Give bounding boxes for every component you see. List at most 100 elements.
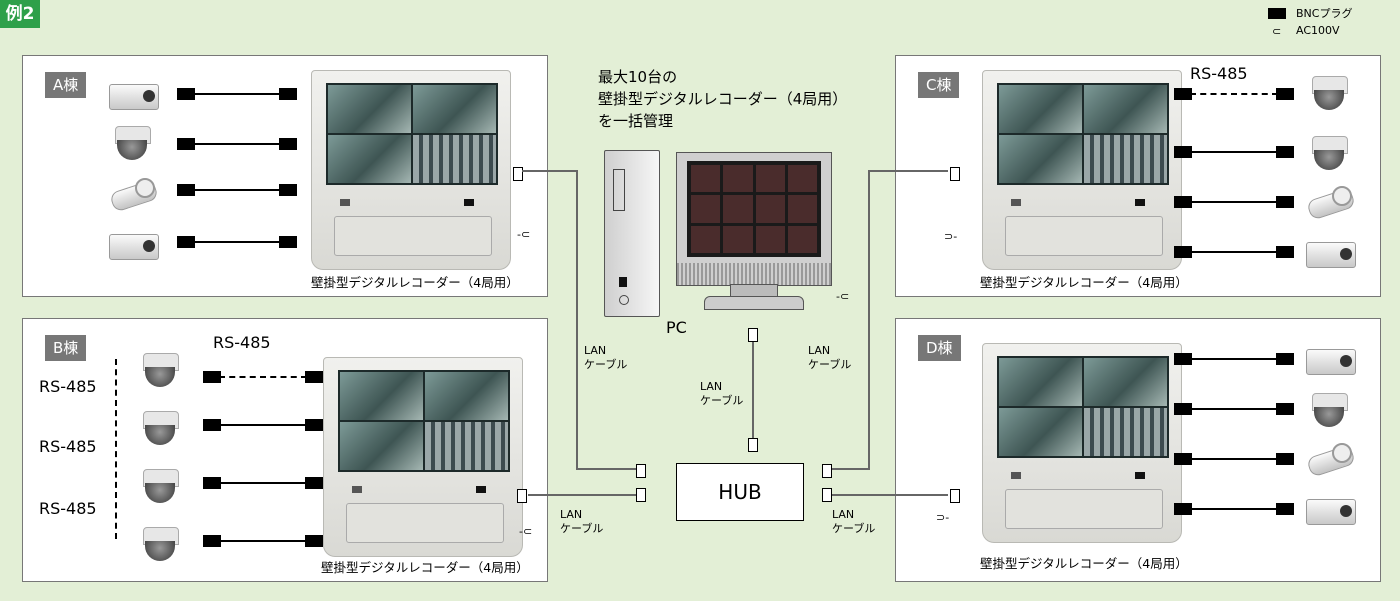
bnc-cable	[1174, 196, 1294, 208]
recorder-label: 壁掛型デジタルレコーダー（4局用）	[321, 560, 529, 575]
dome-camera-icon	[133, 465, 189, 505]
building-d-panel: D棟 壁掛型デジタルレコーダー（4局用） ⊃-	[895, 318, 1381, 582]
rs485-label: RS-485	[39, 499, 97, 518]
lan-cable-c	[868, 170, 948, 172]
rs485-chain	[115, 359, 141, 539]
pc-monitor	[676, 152, 832, 286]
bnc-plug-icon	[1268, 8, 1286, 19]
dome-camera-icon	[133, 407, 189, 447]
building-b-tag: B棟	[45, 335, 87, 361]
bnc-cable	[1174, 146, 1294, 158]
lan-port-icon	[748, 328, 758, 342]
dome-camera-icon	[105, 122, 161, 162]
lan-port-icon	[822, 488, 832, 502]
caption-line-1: 最大10台の	[598, 68, 678, 86]
building-a-tag: A棟	[45, 72, 87, 98]
building-b-panel: B棟 RS-485 RS-485 RS-485 RS-485 壁掛型デジタルレコ…	[22, 318, 548, 582]
lan-cable-c	[868, 170, 870, 468]
building-a-panel: A棟 壁掛型デジタルレコーダー（4局用） -⊂	[22, 55, 548, 297]
bnc-cable	[1174, 246, 1294, 258]
pc-label: PC	[666, 318, 687, 337]
lan-cable-b	[528, 494, 636, 496]
lan-port-icon	[636, 488, 646, 502]
dome-camera-icon	[133, 523, 189, 563]
bnc-cable	[1174, 403, 1294, 415]
bnc-cable	[203, 477, 323, 489]
pc-tower	[604, 150, 660, 317]
caption-line-3: を一括管理	[598, 112, 674, 130]
ac-plug-icon: ⊃-	[944, 230, 958, 243]
bnc-cable	[177, 236, 297, 248]
bnc-cable	[203, 535, 323, 547]
building-d-tag: D棟	[918, 335, 961, 361]
lan-cable-pc	[752, 342, 754, 438]
building-c-tag: C棟	[918, 72, 960, 98]
lan-port-icon	[636, 464, 646, 478]
lan-cable-a	[576, 468, 636, 470]
ac-plug-icon: -⊂	[519, 525, 533, 538]
lan-port-icon	[950, 489, 960, 503]
wall-recorder	[982, 343, 1182, 543]
bnc-cable	[203, 419, 323, 431]
box-camera-icon	[1302, 489, 1358, 529]
recorder-label: 壁掛型デジタルレコーダー（4局用）	[980, 556, 1188, 571]
bullet-camera-icon	[1302, 439, 1358, 479]
dome-camera-icon	[1302, 389, 1358, 429]
bnc-cable	[177, 184, 297, 196]
lan-port-icon	[748, 438, 758, 452]
center-caption: 最大10台の 壁掛型デジタルレコーダー（4局用） を一括管理	[598, 66, 847, 132]
dome-camera-icon	[1302, 72, 1358, 112]
recorder-screen	[997, 83, 1169, 185]
lan-cable-a	[522, 170, 578, 172]
lan-port-icon	[513, 167, 523, 181]
recorder-label: 壁掛型デジタルレコーダー（4局用）	[311, 275, 519, 290]
building-c-panel: C棟 壁掛型デジタルレコーダー（4局用） RS-485 ⊃-	[895, 55, 1381, 297]
dome-camera-icon	[133, 349, 189, 389]
ac-plug-icon: ⊂	[1272, 25, 1282, 38]
box-camera-icon	[1302, 232, 1358, 272]
bnc-cable	[1174, 503, 1294, 515]
example-badge: 例2	[0, 0, 40, 28]
box-camera-icon	[105, 74, 161, 114]
recorder-label: 壁掛型デジタルレコーダー（4局用）	[980, 275, 1188, 290]
rs485-cable	[1174, 88, 1294, 100]
lan-port-icon	[822, 464, 832, 478]
rs485-label: RS-485	[1190, 64, 1248, 83]
wall-recorder	[311, 70, 511, 270]
bnc-cable	[177, 138, 297, 150]
bullet-camera-icon	[105, 174, 161, 214]
recorder-screen	[326, 83, 498, 185]
lan-port-icon	[517, 489, 527, 503]
recorder-screen	[338, 370, 510, 472]
lan-cable-c	[832, 468, 870, 470]
lan-cable-d	[832, 494, 948, 496]
bnc-cable	[177, 88, 297, 100]
rs485-label: RS-485	[39, 377, 97, 396]
legend-ac-label: AC100V	[1296, 24, 1340, 37]
bnc-cable	[1174, 453, 1294, 465]
box-camera-icon	[1302, 339, 1358, 379]
wall-recorder	[323, 357, 523, 557]
monitor-stand	[704, 296, 804, 310]
rs485-label: RS-485	[39, 437, 97, 456]
ac-plug-icon: ⊃-	[936, 511, 950, 524]
rs485-cable	[203, 371, 323, 383]
box-camera-icon	[105, 224, 161, 264]
lan-port-icon	[950, 167, 960, 181]
hub: HUB	[676, 463, 804, 521]
wall-recorder	[982, 70, 1182, 270]
dome-camera-icon	[1302, 132, 1358, 172]
ac-plug-icon: -⊂	[517, 228, 531, 241]
legend-bnc-label: BNCプラグ	[1296, 7, 1353, 20]
rs485-label: RS-485	[213, 333, 271, 352]
lan-cable-a	[576, 170, 578, 468]
recorder-screen	[997, 356, 1169, 458]
bullet-camera-icon	[1302, 182, 1358, 222]
caption-line-2: 壁掛型デジタルレコーダー（4局用）	[598, 90, 848, 108]
ac-plug-icon: -⊂	[836, 290, 850, 303]
